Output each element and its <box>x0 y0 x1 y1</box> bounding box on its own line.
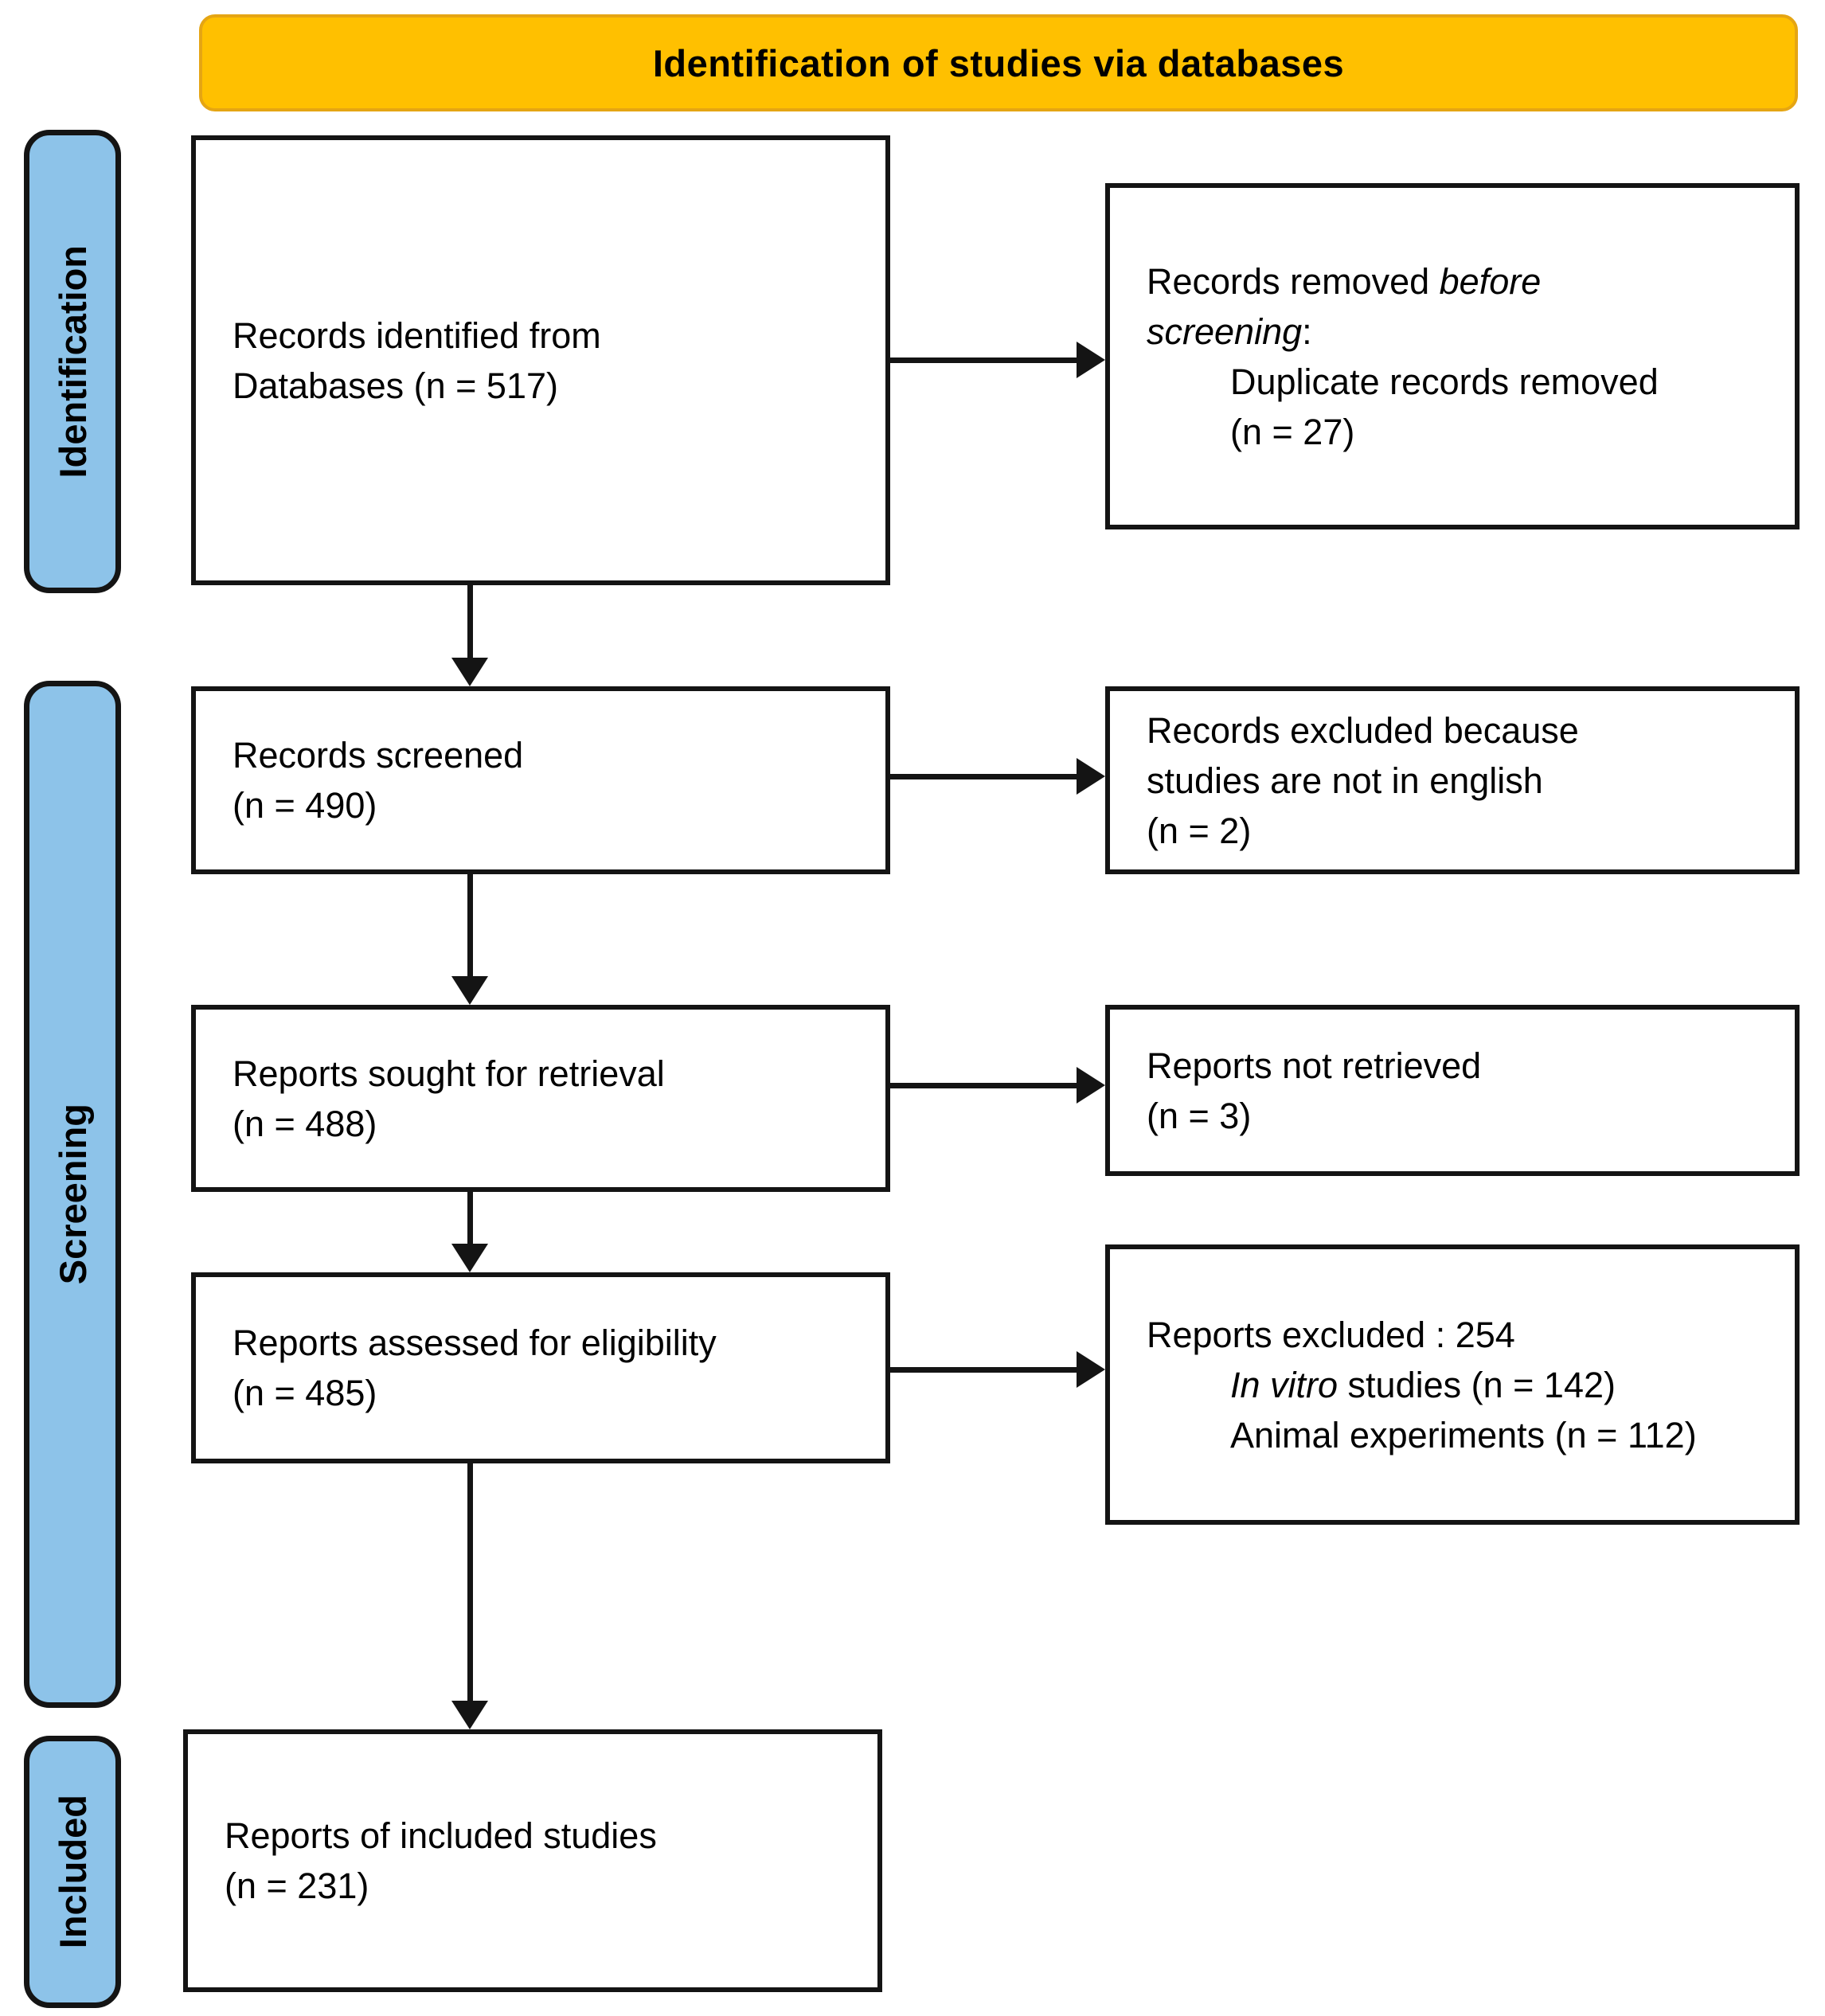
stage-label-identification: Identification <box>51 244 94 479</box>
stage-pill-identification: Identification <box>24 130 121 593</box>
arrow-shaft <box>467 1191 473 1245</box>
arrowhead-right-icon <box>1077 342 1105 378</box>
arrowhead-down-icon <box>451 1701 488 1729</box>
box-reports-not-retrieved-text: Reports not retrieved (n = 3) <box>1110 1041 1500 1141</box>
reports-assessed-line2: (n = 485) <box>233 1373 377 1413</box>
arrow-shaft <box>890 1367 1078 1373</box>
box-records-screened-text: Records screened (n = 490) <box>196 730 542 830</box>
box-reports-excluded: Reports excluded : 254 In vitro studies … <box>1105 1244 1800 1525</box>
box-reports-sought-text: Reports sought for retrieval (n = 488) <box>196 1049 684 1149</box>
reports-included-line1: Reports of included studies <box>225 1815 657 1856</box>
box-reports-assessed-text: Reports assessed for eligibility (n = 48… <box>196 1318 736 1418</box>
reports-not-retrieved-line1: Reports not retrieved <box>1147 1045 1482 1086</box>
stage-pill-screening: Screening <box>24 681 121 1708</box>
box-reports-included: Reports of included studies (n = 231) <box>183 1729 882 1992</box>
records-excluded-line2: studies are not in english <box>1147 760 1543 801</box>
arrow-shaft <box>890 357 1078 363</box>
records-removed-detail1: Duplicate records removed <box>1230 361 1659 402</box>
records-identified-line2: Databases (n = 517) <box>233 365 558 406</box>
arrow-shaft <box>890 1083 1078 1088</box>
box-records-removed-text: Records removed before screening: Duplic… <box>1110 256 1678 457</box>
arrowhead-right-icon <box>1077 758 1105 795</box>
arrowhead-down-icon <box>451 1244 488 1272</box>
box-reports-assessed: Reports assessed for eligibility (n = 48… <box>191 1272 890 1463</box>
box-records-excluded-language: Records excluded because studies are not… <box>1105 686 1800 874</box>
arrow-shaft <box>467 1463 473 1702</box>
records-excluded-line3: (n = 2) <box>1147 810 1252 851</box>
stage-label-included: Included <box>51 1795 94 1949</box>
box-records-removed-before-screening: Records removed before screening: Duplic… <box>1105 183 1800 529</box>
box-records-screened: Records screened (n = 490) <box>191 686 890 874</box>
arrow-shaft <box>467 585 473 659</box>
box-reports-not-retrieved: Reports not retrieved (n = 3) <box>1105 1005 1800 1176</box>
records-identified-line1: Records identified from <box>233 315 601 356</box>
records-removed-line2: screening: <box>1147 311 1312 352</box>
box-reports-included-text: Reports of included studies (n = 231) <box>188 1811 676 1911</box>
box-reports-excluded-text: Reports excluded : 254 In vitro studies … <box>1110 1310 1716 1460</box>
reports-sought-line1: Reports sought for retrieval <box>233 1053 665 1094</box>
records-excluded-line1: Records excluded because <box>1147 709 1579 751</box>
arrowhead-down-icon <box>451 976 488 1005</box>
arrowhead-down-icon <box>451 658 488 686</box>
arrow-shaft <box>467 873 473 978</box>
box-records-excluded-language-text: Records excluded because studies are not… <box>1110 705 1598 856</box>
records-screened-line1: Records screened <box>233 735 524 776</box>
box-records-identified-text: Records identified from Databases (n = 5… <box>196 311 620 411</box>
stage-pill-included: Included <box>24 1736 121 2008</box>
reports-excluded-heading: Reports excluded : 254 <box>1147 1314 1515 1355</box>
stage-label-screening: Screening <box>51 1104 94 1285</box>
box-records-identified: Records identified from Databases (n = 5… <box>191 135 890 585</box>
reports-sought-line2: (n = 488) <box>233 1103 377 1144</box>
records-removed-detail2: (n = 27) <box>1230 411 1355 452</box>
reports-excluded-item1: In vitro studies (n = 142) <box>1230 1364 1616 1405</box>
reports-assessed-line1: Reports assessed for eligibility <box>233 1323 717 1363</box>
records-removed-line1: Records removed before <box>1147 260 1542 302</box>
records-screened-line2: (n = 490) <box>233 785 377 826</box>
box-reports-sought: Reports sought for retrieval (n = 488) <box>191 1005 890 1192</box>
arrowhead-right-icon <box>1077 1351 1105 1388</box>
title-banner-text: Identification of studies via databases <box>652 41 1345 84</box>
title-banner: Identification of studies via databases <box>199 14 1798 111</box>
reports-included-line2: (n = 231) <box>225 1866 369 1906</box>
arrow-shaft <box>890 774 1078 779</box>
arrowhead-right-icon <box>1077 1067 1105 1104</box>
reports-not-retrieved-line2: (n = 3) <box>1147 1095 1252 1136</box>
reports-excluded-item2: Animal experiments (n = 112) <box>1230 1414 1697 1455</box>
